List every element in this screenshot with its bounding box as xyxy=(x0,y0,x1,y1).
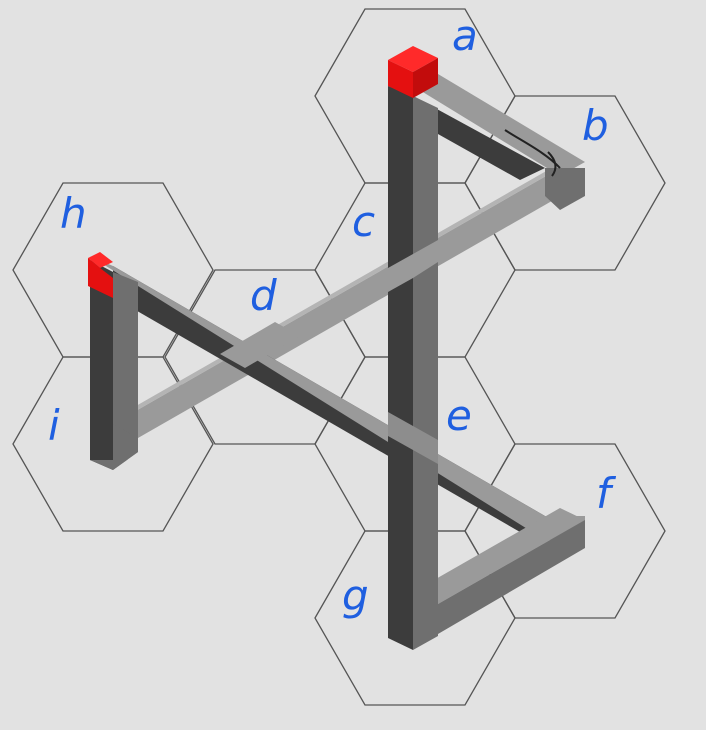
label-c: c xyxy=(352,197,375,246)
label-d: d xyxy=(250,271,277,320)
beam-i-bottom xyxy=(90,424,138,470)
label-g: g xyxy=(342,571,369,620)
beam-e-crossing xyxy=(388,412,438,464)
pillar-h-mid xyxy=(113,272,138,470)
label-i: i xyxy=(48,401,60,450)
beam-i-to-b-face xyxy=(113,168,585,438)
red-cube-top xyxy=(388,46,438,98)
beam-c-crossing xyxy=(388,240,438,292)
label-f: f xyxy=(596,469,617,518)
hex-grid xyxy=(12,8,666,706)
beam-a-to-b-dark xyxy=(413,96,545,180)
beam-f-to-g-face xyxy=(413,508,585,604)
beam-a-to-b-top xyxy=(413,74,585,176)
beam-h-to-f-light xyxy=(90,256,585,540)
pillar-h-dark xyxy=(90,260,113,470)
hex-g xyxy=(314,530,516,706)
beam-b-end xyxy=(545,168,585,210)
label-a: a xyxy=(452,11,478,60)
beam-structure xyxy=(88,46,585,650)
label-b: b xyxy=(582,101,609,150)
beam-i-to-b-top xyxy=(113,162,562,424)
hex-i xyxy=(12,356,214,532)
label-e: e xyxy=(446,391,472,440)
pillar-center-dark xyxy=(388,86,413,650)
red-cube-left xyxy=(88,252,113,298)
pillar-center-mid xyxy=(413,96,438,650)
beam-f-to-g-side xyxy=(413,520,585,634)
hand-arrow-head xyxy=(547,151,557,177)
beam-d-crossing xyxy=(220,322,300,368)
label-h: h xyxy=(60,189,87,238)
